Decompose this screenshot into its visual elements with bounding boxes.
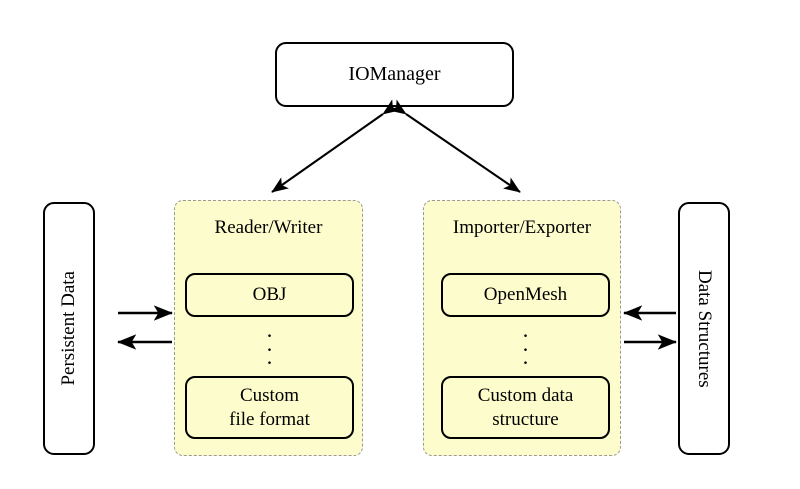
connector-manager-importerexporter — [389, 99, 521, 193]
group-reader-writer-title: Reader/Writer — [214, 217, 323, 238]
connector-manager-readerwriter — [271, 99, 400, 193]
data-structures-node[interactable]: Data Structures — [678, 202, 730, 455]
item-obj[interactable]: OBJ — [185, 273, 354, 317]
item-custom-file-format-line2: file format — [229, 408, 310, 430]
group-reader-writer[interactable]: Reader/Writer OBJ ... Custom file format — [174, 200, 363, 456]
group-importer-exporter-title: Importer/Exporter — [452, 217, 592, 238]
item-obj-label: OBJ — [252, 284, 287, 306]
item-custom-data-structure-line2: structure — [492, 408, 559, 430]
iomanager-label: IOManager — [348, 62, 441, 85]
item-openmesh-label: OpenMesh — [483, 284, 568, 306]
iomanager-node[interactable]: IOManager — [275, 42, 514, 107]
item-custom-data-structure-label: Custom data structure — [478, 384, 574, 430]
group-importer-exporter[interactable]: Importer/Exporter OpenMesh ... Custom da… — [423, 200, 621, 456]
vertical-ellipsis-icon: ... — [522, 317, 529, 370]
item-custom-file-format-label: Custom file format — [229, 384, 310, 430]
persistent-data-node[interactable]: Persistent Data — [43, 202, 95, 455]
item-custom-file-format[interactable]: Custom file format — [185, 376, 354, 439]
persistent-data-label: Persistent Data — [57, 271, 79, 386]
item-custom-data-structure[interactable]: Custom data structure — [441, 376, 610, 439]
data-structures-label: Data Structures — [694, 269, 716, 388]
item-custom-file-format-line1: Custom — [239, 385, 300, 407]
item-custom-data-structure-line1: Custom data — [477, 385, 574, 407]
item-openmesh[interactable]: OpenMesh — [441, 273, 610, 317]
vertical-ellipsis-icon: ... — [266, 317, 273, 370]
